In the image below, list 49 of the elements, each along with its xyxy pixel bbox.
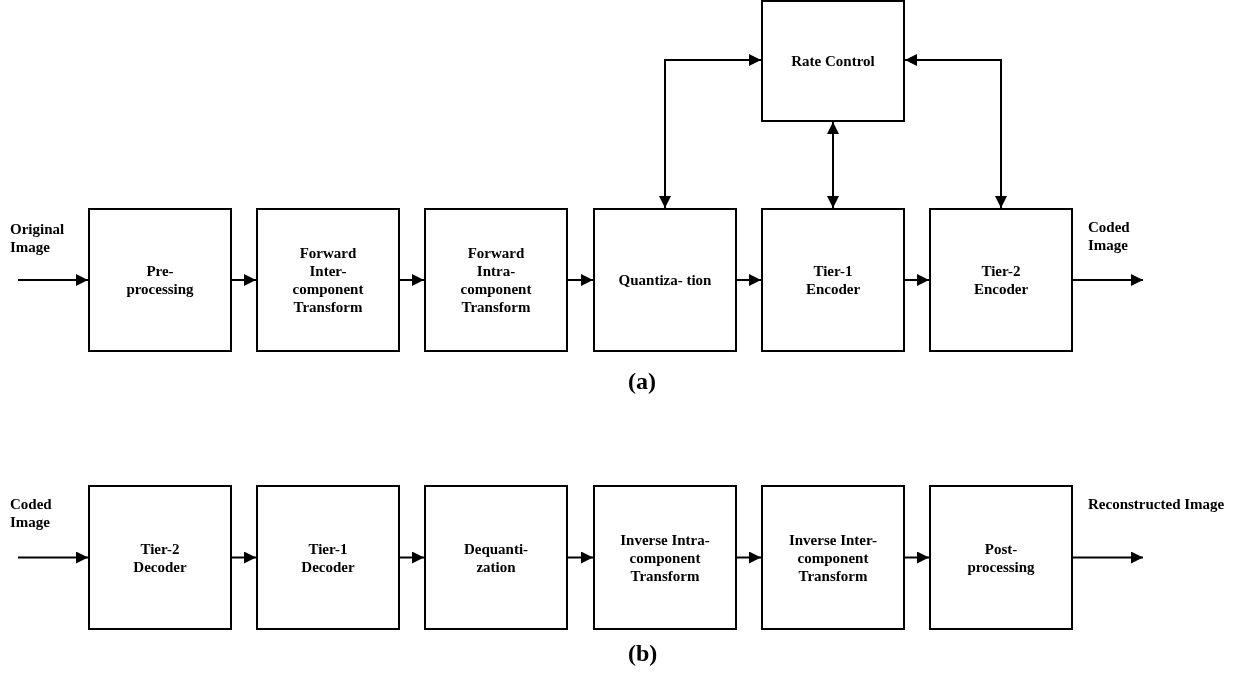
process-box <box>593 485 737 630</box>
process-box <box>88 485 232 630</box>
box-label: Tier-1 Decoder <box>300 539 356 576</box>
process-box <box>256 485 400 630</box>
box-label: Rate Control <box>790 52 876 70</box>
box-label: Quantiza- tion <box>617 271 713 289</box>
arrow <box>1072 551 1144 564</box>
box-label: Post- processing <box>966 539 1036 576</box>
arrow <box>399 551 425 564</box>
arrow <box>1072 274 1144 286</box>
arrow <box>904 54 1007 209</box>
arrow <box>659 54 762 209</box>
arrow <box>736 274 762 286</box>
process-box <box>424 208 568 352</box>
arrow <box>17 551 89 564</box>
box-label: Tier-2 Decoder <box>132 539 188 576</box>
arrow <box>231 274 257 286</box>
box-label: Tier-2 Encoder <box>972 262 1030 298</box>
process-box <box>761 208 905 352</box>
arrow <box>231 551 257 564</box>
arrow <box>904 551 930 564</box>
arrow <box>904 274 930 286</box>
box-label: Pre- processing <box>125 262 195 298</box>
process-box <box>424 485 568 630</box>
box-label: Tier-1 Encoder <box>804 262 862 298</box>
io-label: Original Image <box>10 220 66 256</box>
process-box <box>929 208 1073 352</box>
process-box <box>256 208 400 352</box>
panel-label: (b) <box>628 640 659 666</box>
panel-label: (a) <box>628 368 657 394</box>
process-box <box>929 485 1073 630</box>
io-label: Coded Image <box>10 495 53 531</box>
arrow <box>736 551 762 564</box>
box-label: Inverse Inter- component Transform <box>787 530 879 585</box>
io-label: Reconstructed Image <box>1088 495 1226 513</box>
process-box <box>761 0 905 122</box>
arrow <box>399 274 425 286</box>
arrow <box>827 121 839 209</box>
box-label: Dequanti- zation <box>462 539 530 576</box>
process-box <box>88 208 232 352</box>
arrow <box>567 551 594 564</box>
box-label: Forward Inter- component Transform <box>291 244 365 316</box>
box-label: Inverse Intra- component Transform <box>619 530 711 585</box>
arrow <box>17 274 89 286</box>
io-label: Coded Image <box>1088 218 1131 254</box>
process-box <box>761 485 905 630</box>
box-label: Forward Intra- component Transform <box>459 244 533 316</box>
process-box <box>593 208 737 352</box>
arrow <box>567 274 594 286</box>
